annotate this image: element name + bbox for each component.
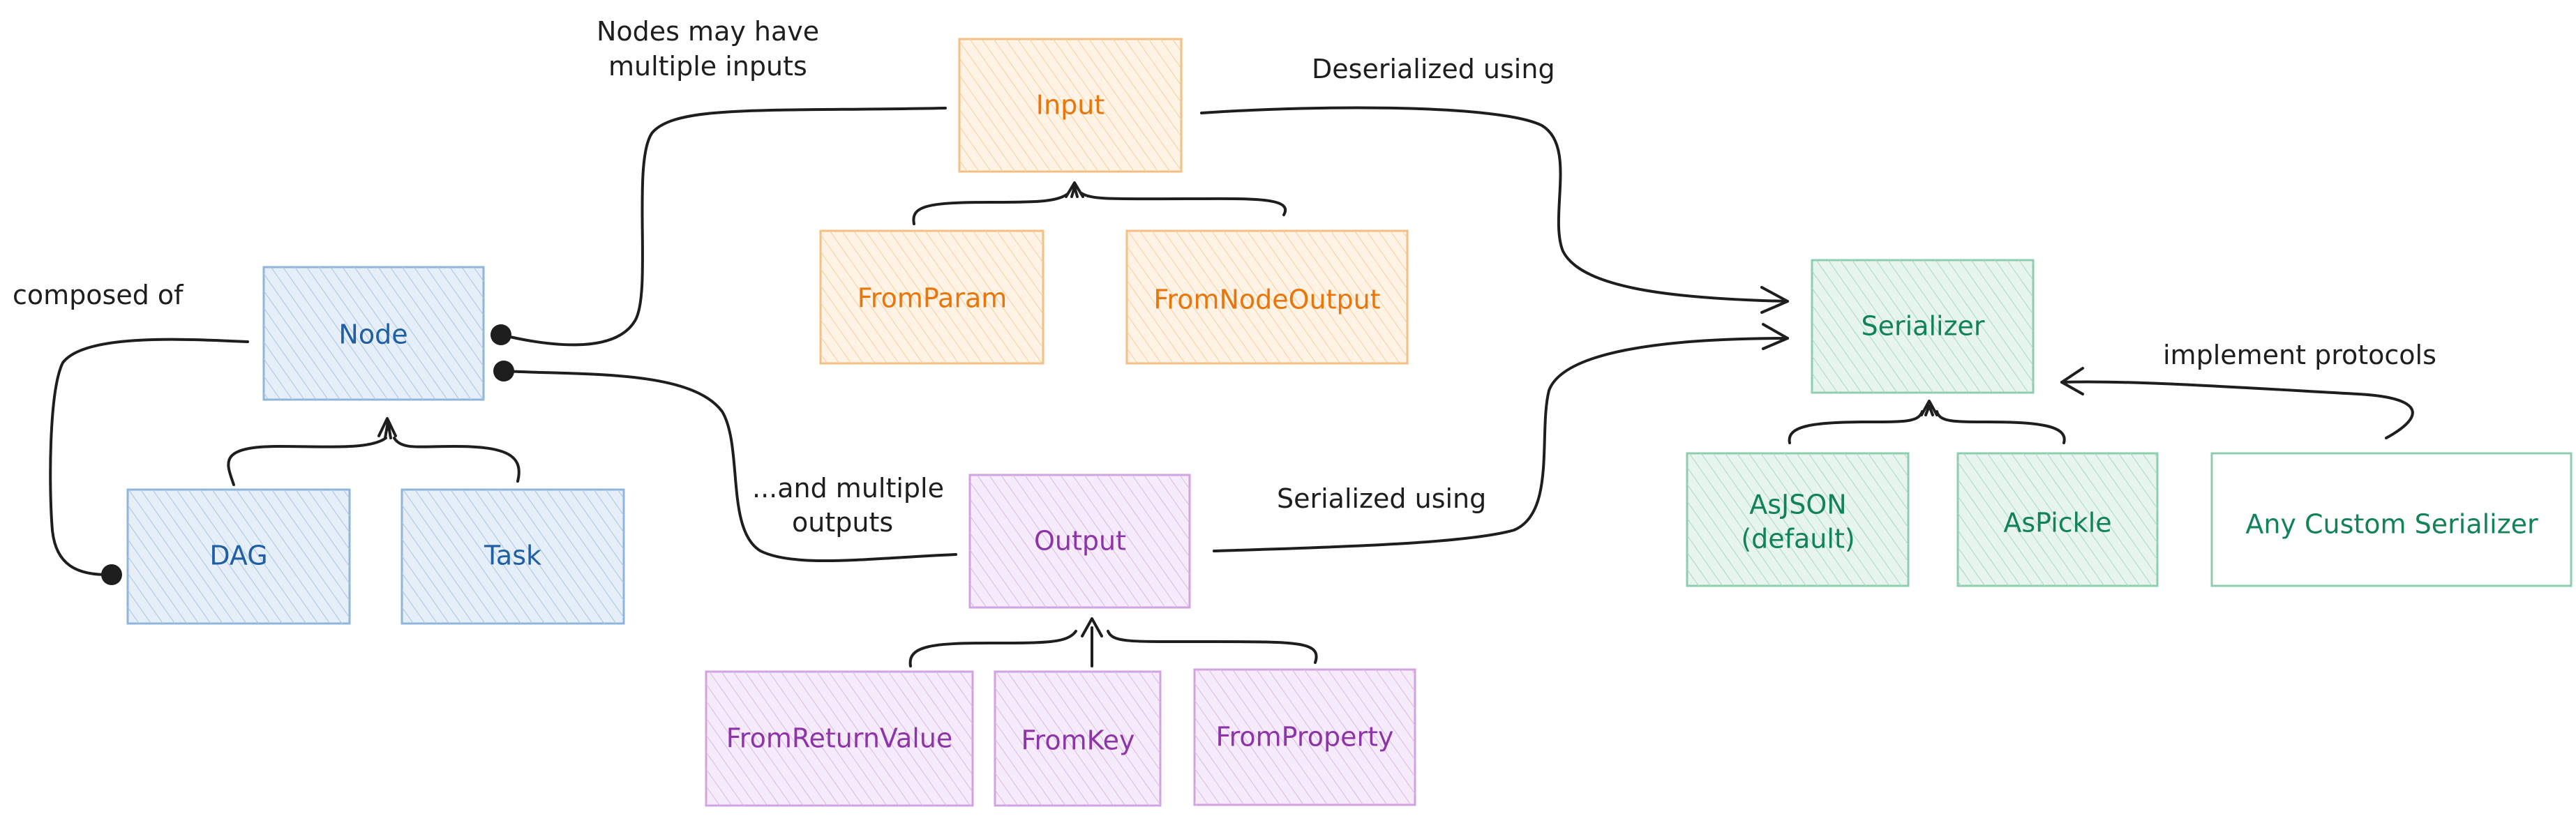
as-pickle-label: AsPickle (2003, 508, 2111, 538)
serialized-using-note: Serialized using (1277, 483, 1486, 514)
node-output-edge (502, 370, 957, 563)
task-label: Task (484, 541, 541, 571)
from-return-value-box: FromReturnValue (705, 670, 974, 807)
as-pickle-box: AsPickle (1956, 452, 2159, 587)
serializer-child-arrowhead (1920, 400, 1938, 416)
serializer-box: Serializer (1811, 259, 2035, 394)
as-json-serializer-edge (1788, 410, 1924, 444)
from-param-box: FromParam (819, 229, 1044, 365)
dag-box: DAG (126, 488, 351, 625)
serializer-label: Serializer (1861, 311, 1984, 342)
implement-protocols-note: implement protocols (2163, 340, 2436, 370)
from-param-input-edge (912, 192, 1069, 225)
from-property-box: FromProperty (1193, 668, 1416, 806)
node-output-dot (493, 361, 514, 381)
as-json-default-label: (default) (1741, 524, 1855, 554)
from-property-label: FromProperty (1216, 722, 1394, 753)
from-node-output-label: FromNodeOutput (1153, 285, 1380, 315)
as-json-box: AsJSON (default) (1686, 452, 1910, 587)
deserialized-arrowhead (1760, 286, 1789, 314)
as-pickle-serializer-edge (1935, 410, 2066, 444)
from-property-output-edge (1107, 630, 1318, 664)
multiple-outputs-note-line1: ...and multiple (752, 473, 944, 504)
from-key-label: FromKey (1021, 725, 1135, 756)
output-label: Output (1034, 526, 1126, 557)
multiple-inputs-note-line2: multiple inputs (608, 51, 807, 82)
output-box: Output (968, 474, 1191, 609)
as-json-label: AsJSON (1749, 490, 1846, 520)
any-custom-serializer-label: Any Custom Serializer (2245, 509, 2538, 540)
deserialized-edge (1200, 106, 1789, 303)
node-input-edge (500, 107, 947, 347)
task-node-edge (393, 437, 521, 483)
custom-serializer-arrowhead (2060, 367, 2084, 395)
from-key-box: FromKey (994, 670, 1162, 807)
any-custom-serializer-box: Any Custom Serializer (2210, 452, 2573, 587)
dag-node-edge (227, 437, 387, 486)
deserialized-using-note: Deserialized using (1312, 54, 1555, 84)
multiple-inputs-note-line1: Nodes may have (597, 16, 819, 47)
serialized-arrowhead (1762, 323, 1789, 350)
from-return-value-label: FromReturnValue (726, 723, 953, 754)
composed-of-note: composed of (13, 280, 184, 310)
composed-of-dot (101, 564, 122, 585)
composed-of-edge (49, 338, 249, 577)
input-box: Input (958, 38, 1183, 173)
node-label: Node (338, 319, 407, 350)
input-label: Input (1036, 90, 1104, 121)
custom-serializer-edge (2060, 380, 2414, 439)
node-input-dot (491, 324, 511, 345)
node-arrowhead (377, 417, 397, 439)
multiple-outputs-note-line2: outputs (792, 507, 893, 538)
from-param-label: FromParam (858, 283, 1008, 314)
serialized-edge (1213, 337, 1789, 552)
from-node-output-box: FromNodeOutput (1125, 229, 1409, 365)
dag-label: DAG (209, 541, 267, 571)
output-arrowhead (1081, 617, 1103, 637)
input-arrowhead (1065, 181, 1084, 198)
from-node-output-input-edge (1080, 192, 1287, 216)
task-box: Task (400, 488, 625, 625)
node-box: Node (262, 266, 485, 401)
from-return-value-output-edge (908, 630, 1077, 667)
